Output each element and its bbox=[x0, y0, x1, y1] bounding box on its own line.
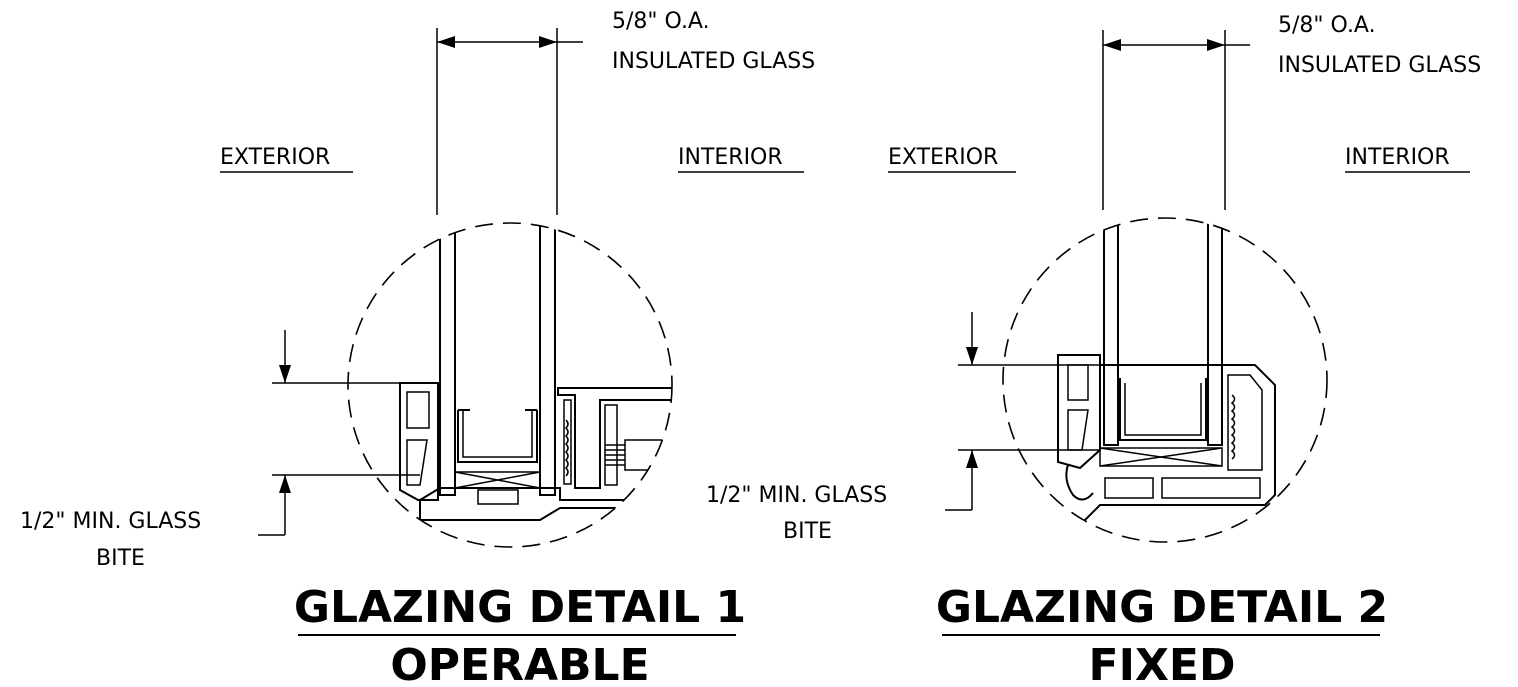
detail-1-bite-text-line2: BITE bbox=[96, 546, 145, 571]
detail-2-bite-text-line2: BITE bbox=[783, 519, 832, 544]
detail-2-title: GLAZING DETAIL 2 bbox=[936, 582, 1388, 633]
detail-1-dim-text-line1: 5/8" O.A. bbox=[612, 9, 710, 34]
detail-2: 5/8" O.A. INSULATED GLASS EXTERIOR INTER… bbox=[706, 13, 1481, 687]
detail-2-interior-label: INTERIOR bbox=[1345, 145, 1450, 170]
detail-2-glass-dimension: 5/8" O.A. INSULATED GLASS bbox=[1102, 13, 1481, 210]
detail-2-bite-dimension: 1/2" MIN. GLASS BITE bbox=[706, 312, 1100, 544]
detail-2-exterior-label: EXTERIOR bbox=[888, 145, 998, 170]
detail-1-bite-dimension: 1/2" MIN. GLASS BITE bbox=[20, 330, 420, 571]
detail-2-dim-text-line1: 5/8" O.A. bbox=[1278, 13, 1376, 38]
detail-2-subtitle: FIXED bbox=[1089, 640, 1236, 687]
detail-2-dim-text-line2: INSULATED GLASS bbox=[1278, 53, 1481, 78]
detail-1-bite-text-line1: 1/2" MIN. GLASS bbox=[20, 509, 201, 534]
detail-1-title: GLAZING DETAIL 1 bbox=[294, 582, 746, 633]
detail-2-bite-text-line1: 1/2" MIN. GLASS bbox=[706, 483, 887, 508]
detail-1-subtitle: OPERABLE bbox=[390, 640, 649, 687]
detail-1-exterior-label: EXTERIOR bbox=[220, 145, 330, 170]
detail-1-detail-circle bbox=[347, 222, 673, 548]
detail-1-interior-label: INTERIOR bbox=[678, 145, 783, 170]
detail-2-frame-section bbox=[1057, 218, 1276, 526]
detail-1-frame-section bbox=[399, 223, 672, 521]
detail-1: 5/8" O.A. INSULATED GLASS EXTERIOR INTER… bbox=[20, 9, 815, 687]
detail-2-detail-circle bbox=[1002, 217, 1328, 543]
detail-1-glass-dimension: 5/8" O.A. INSULATED GLASS bbox=[436, 9, 815, 215]
detail-1-dim-text-line2: INSULATED GLASS bbox=[612, 49, 815, 74]
